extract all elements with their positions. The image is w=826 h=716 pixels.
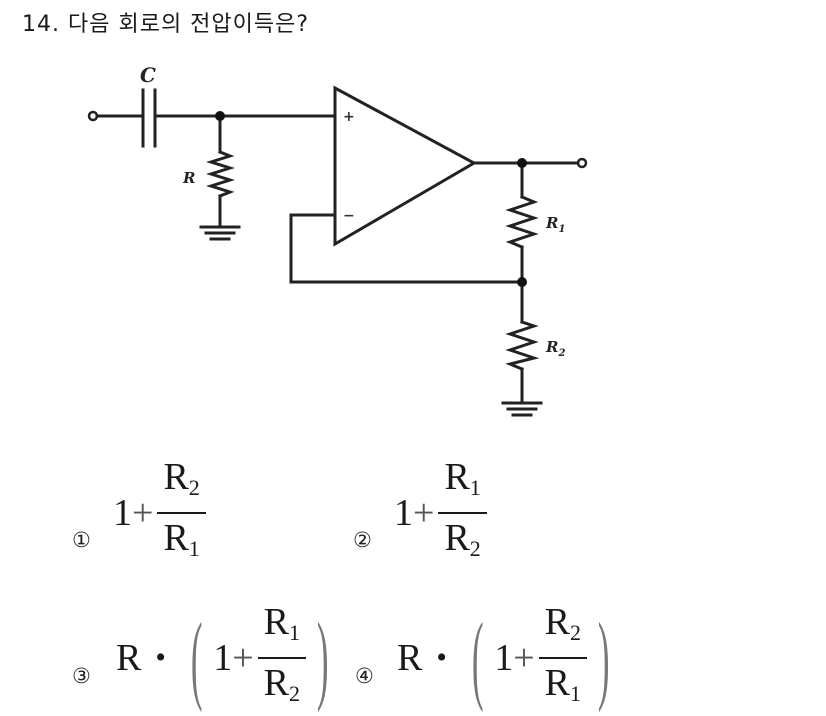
option-expression: R•(1+ R1 R2 ) (116, 600, 339, 716)
ground-icon-2 (501, 401, 543, 417)
op-amp-triangle-icon (333, 85, 478, 247)
resistor-r-label: R (182, 169, 195, 187)
question-text: 14. 다음 회로의 전압이득은? (22, 6, 309, 38)
option-marker: ④ (355, 664, 374, 688)
resistor-r-icon (206, 150, 235, 198)
question-number: 14. (22, 12, 60, 37)
question-body: 다음 회로의 전압이득은? (68, 12, 310, 37)
option-marker: ② (353, 528, 372, 552)
plus-input-label: + (343, 109, 355, 125)
junction-dot-icon (517, 158, 527, 168)
fraction: R2 R1 (538, 600, 587, 716)
resistor-r1-icon (505, 195, 539, 249)
fraction: R1 R2 (257, 600, 306, 716)
minus-input-label: − (343, 208, 355, 224)
option-expression: R•(1+ R2 R1 ) (397, 600, 620, 716)
capacitor-icon (141, 88, 157, 148)
fraction: R1 R2 (438, 455, 487, 571)
output-terminal-icon (576, 157, 588, 169)
option-expression: 1+ R2 R1 (113, 455, 206, 571)
junction-dot-icon (215, 111, 225, 121)
junction-dot-icon (517, 277, 527, 287)
fraction: R2 R1 (157, 455, 206, 571)
option-marker: ③ (72, 664, 91, 688)
ground-icon-1 (199, 225, 241, 241)
option-expression: 1+ R1 R2 (394, 455, 487, 571)
resistor-r1-label: R1 (545, 214, 565, 235)
capacitor-label: C (140, 63, 156, 87)
op-amp-circuit-diagram: C R R1 R2 + − (87, 63, 588, 417)
resistor-r2-label: R2 (545, 338, 565, 359)
resistor-r2-icon (505, 320, 540, 371)
option-marker: ① (72, 528, 91, 552)
